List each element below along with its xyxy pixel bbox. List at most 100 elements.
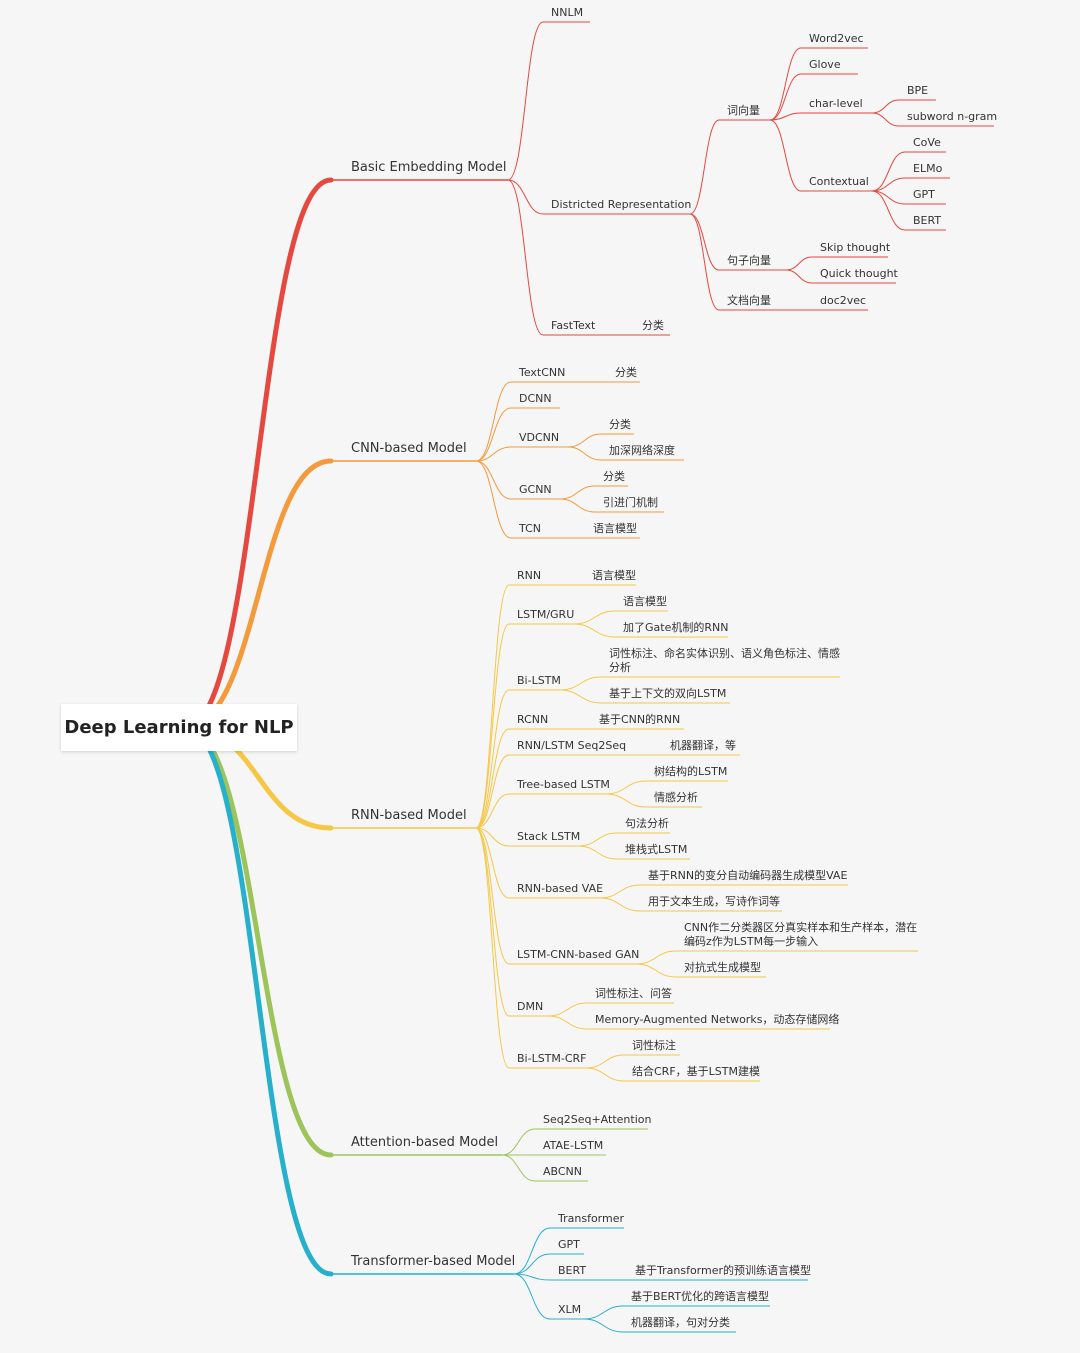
- node-label[interactable]: 词性标注、命名实体识别、语义角色标注、情感分析: [609, 646, 840, 674]
- node-label[interactable]: Tree-based LSTM: [516, 778, 610, 791]
- node-label[interactable]: RNN-based VAE: [517, 882, 603, 895]
- node-label[interactable]: 加深网络深度: [609, 443, 675, 457]
- node-label[interactable]: Bi-LSTM-CRF: [517, 1052, 587, 1065]
- root-node[interactable]: Deep Learning for NLP: [61, 704, 297, 751]
- node-label[interactable]: 词性标注: [632, 1038, 676, 1052]
- node-label[interactable]: Contextual: [809, 175, 869, 188]
- node-label[interactable]: 堆栈式LSTM: [625, 842, 687, 856]
- node-label[interactable]: 加了Gate机制的RNN: [623, 620, 728, 634]
- node-label[interactable]: 机器翻译，等: [670, 738, 736, 752]
- connector: [501, 1128, 536, 1156]
- node-label[interactable]: 词向量: [727, 103, 760, 117]
- node-label[interactable]: 分类: [609, 417, 631, 431]
- node-label[interactable]: 语言模型: [593, 521, 637, 535]
- connector: [769, 47, 802, 121]
- node-label[interactable]: 结合CRF，基于LSTM建模: [632, 1064, 760, 1078]
- connector: [513, 1273, 551, 1281]
- node-label[interactable]: LSTM-CNN-based GAN: [517, 948, 639, 961]
- node-label[interactable]: 机器翻译，句对分类: [631, 1315, 730, 1329]
- connector: [475, 446, 512, 462]
- branch-label[interactable]: CNN-based Model: [351, 441, 467, 456]
- node-label[interactable]: char-level: [809, 97, 863, 110]
- node-label[interactable]: 用于文本生成，写诗作词等: [648, 894, 780, 908]
- connector: [475, 793, 510, 829]
- branch-label[interactable]: Attention-based Model: [351, 1135, 498, 1150]
- node-label[interactable]: Districted Representation: [551, 198, 691, 211]
- node-label[interactable]: CNN作二分类器区分真实样本和生产样本，潜在编码z作为LSTM每一步输入: [684, 920, 917, 948]
- connector: [871, 112, 900, 127]
- node-label[interactable]: Quick thought: [820, 267, 899, 280]
- node-label[interactable]: 句法分析: [625, 816, 669, 830]
- branch-label[interactable]: RNN-based Model: [351, 808, 467, 823]
- node-label[interactable]: Transformer: [557, 1212, 624, 1225]
- node-label[interactable]: 分类: [603, 469, 625, 483]
- connector: [475, 827, 510, 847]
- connector: [475, 689, 510, 829]
- node-label[interactable]: BERT: [558, 1264, 586, 1277]
- node-label[interactable]: 基于RNN的变分自动编码器生成模型VAE: [648, 868, 847, 882]
- connector: [475, 827, 510, 1069]
- node-label[interactable]: 词性标注、问答: [595, 986, 672, 1000]
- node-label[interactable]: RNN/LSTM Seq2Seq: [517, 739, 626, 752]
- node-label[interactable]: doc2vec: [820, 294, 866, 307]
- node-label[interactable]: 分类: [642, 318, 664, 332]
- node-label[interactable]: 基于CNN的RNN: [599, 712, 680, 726]
- node-label[interactable]: CoVe: [913, 136, 941, 149]
- node-label[interactable]: 引进门机制: [603, 495, 658, 509]
- node-label[interactable]: 对抗式生成模型: [684, 960, 761, 974]
- connector: [475, 460, 512, 539]
- connector: [507, 179, 544, 336]
- node-label[interactable]: 语言模型: [623, 594, 667, 608]
- node-label[interactable]: Word2vec: [809, 32, 864, 45]
- node-label[interactable]: DMN: [517, 1000, 543, 1013]
- node-label[interactable]: 文档向量: [727, 293, 771, 307]
- node-label[interactable]: 基于BERT优化的跨语言模型: [631, 1289, 769, 1303]
- connector: [475, 827, 510, 1017]
- node-label[interactable]: BERT: [913, 214, 941, 227]
- node-label[interactable]: RNN: [517, 569, 541, 582]
- node-label[interactable]: 句子向量: [727, 253, 771, 267]
- connector: [583, 1318, 624, 1333]
- node-label[interactable]: Glove: [809, 58, 841, 71]
- node-label[interactable]: TextCNN: [518, 366, 565, 379]
- connector: [785, 269, 813, 284]
- node-label[interactable]: ABCNN: [543, 1165, 582, 1178]
- connector: [577, 845, 618, 860]
- node-label[interactable]: Seq2Seq+Attention: [543, 1113, 651, 1126]
- node-label[interactable]: BPE: [907, 84, 928, 97]
- branch-label[interactable]: Transformer-based Model: [350, 1254, 515, 1269]
- node-label[interactable]: 情感分析: [654, 790, 698, 804]
- connector: [475, 754, 510, 829]
- connector: [573, 623, 616, 638]
- connector: [605, 780, 647, 795]
- node-label[interactable]: Memory-Augmented Networks，动态存储网络: [595, 1012, 839, 1026]
- node-label[interactable]: Skip thought: [820, 241, 891, 254]
- node-label[interactable]: Bi-LSTM: [517, 674, 561, 687]
- connector: [871, 177, 906, 192]
- node-label[interactable]: 树结构的LSTM: [654, 764, 727, 778]
- node-label[interactable]: GPT: [558, 1238, 580, 1251]
- node-label[interactable]: LSTM/GRU: [517, 608, 574, 621]
- node-label[interactable]: Stack LSTM: [517, 830, 580, 843]
- node-label[interactable]: FastText: [551, 319, 596, 332]
- node-label[interactable]: subword n-gram: [907, 110, 997, 123]
- node-label[interactable]: 基于Transformer的预训练语言模型: [635, 1263, 811, 1277]
- node-label[interactable]: RCNN: [517, 713, 548, 726]
- connector: [769, 73, 802, 121]
- node-label[interactable]: ATAE-LSTM: [543, 1139, 603, 1152]
- connector: [475, 584, 510, 829]
- node-label[interactable]: DCNN: [519, 392, 552, 405]
- branch-label[interactable]: Basic Embedding Model: [351, 160, 506, 175]
- node-label[interactable]: GPT: [913, 188, 935, 201]
- node-label[interactable]: 语言模型: [592, 568, 636, 582]
- node-label[interactable]: XLM: [558, 1303, 581, 1316]
- node-label[interactable]: TCN: [518, 522, 541, 535]
- node-label[interactable]: NNLM: [551, 6, 583, 19]
- node-label[interactable]: 分类: [615, 365, 637, 379]
- node-label[interactable]: VDCNN: [519, 431, 559, 444]
- node-label[interactable]: 基于上下文的双向LSTM: [609, 686, 726, 700]
- node-label[interactable]: ELMo: [913, 162, 943, 175]
- node-label[interactable]: GCNN: [519, 483, 552, 496]
- connector: [507, 21, 544, 181]
